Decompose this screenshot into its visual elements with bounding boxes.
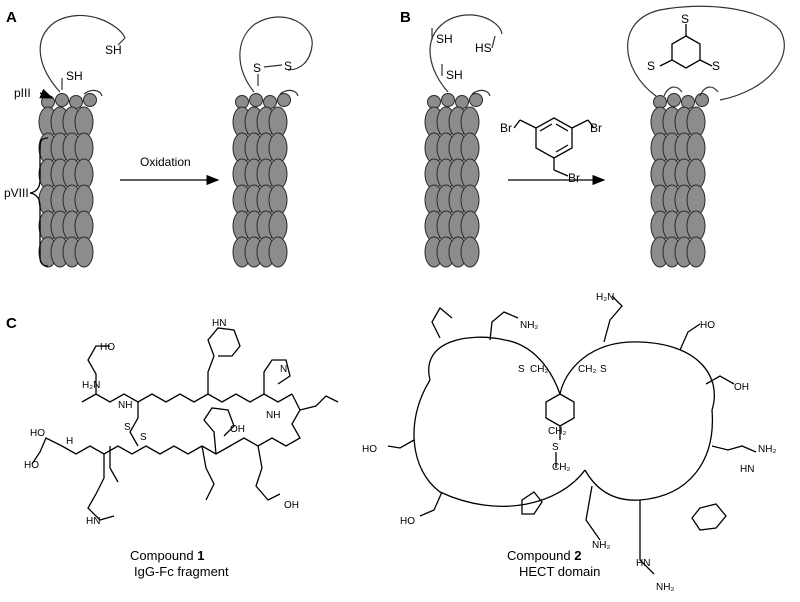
panel-label-b: B (400, 9, 411, 26)
atom-s: S (140, 432, 147, 443)
pviii-protein (460, 236, 480, 268)
product-s3: S (712, 59, 720, 73)
piii-arrow (39, 88, 54, 99)
atom-nh2: NH₂ (656, 582, 674, 593)
linker-benzene-ring (535, 117, 573, 159)
compound-1-caption: Compound 1 (130, 548, 204, 563)
sh-label-top: SH (105, 43, 122, 57)
atom-hn: HN (212, 318, 226, 329)
disulfide-s2: S (284, 59, 292, 73)
atom-hn: HN (86, 516, 100, 527)
sh-stub-top (117, 37, 126, 46)
atom-h2n: H₂N (596, 292, 614, 303)
atom-nh2: NH₂ (520, 320, 538, 331)
sh-label-3: SH (446, 68, 463, 82)
atom-ho: HO (30, 428, 45, 439)
atom-s: S (600, 364, 607, 375)
compound-2-structure: NH₂ H₂N HO OH NH₂ HN HO HO NH₂ HN NH₂ S … (362, 292, 776, 593)
atom-s: S (518, 364, 525, 375)
atom-h: H (66, 436, 73, 447)
atom-oh: OH (734, 382, 749, 393)
pviii-bundle (424, 93, 483, 268)
compound-1-structure: HO H₂N NH S S HN N OH NH OH HN HO HO H (24, 318, 339, 527)
phage-a-reduced: SH SH pIII pVIII (4, 14, 126, 268)
linker-br2: Br (590, 121, 602, 135)
panel-label-a: A (6, 9, 17, 26)
atom-nh: NH (118, 400, 132, 411)
pviii-protein (268, 236, 288, 268)
atom-s: S (552, 442, 559, 453)
pviii-label: pVIII (4, 186, 29, 200)
piii-protein (277, 93, 291, 107)
peptide-loop (239, 16, 313, 93)
hs-stub-2 (491, 35, 496, 49)
atom-nh2: NH₂ (592, 540, 610, 551)
piii-label: pIII (14, 86, 31, 100)
atom-oh: HO (700, 320, 715, 331)
atom-ch2: CH₂ (530, 364, 548, 375)
peptide-tail (279, 89, 299, 97)
atom-ho: HO (100, 342, 115, 353)
atom-hn: HN (740, 464, 754, 475)
phage-a-oxidized: S S (232, 16, 313, 268)
peptide-macrocycle (627, 5, 785, 101)
linker-br1: Br (500, 121, 512, 135)
atom-ch2: CH₂ (548, 426, 566, 437)
piii-protein (667, 93, 681, 107)
phage-b-cyclized: S S S (627, 5, 785, 268)
atom-oh: OH (230, 424, 245, 435)
peptide-loop (39, 14, 126, 93)
panel-label-c: C (6, 315, 17, 332)
sh-label-1: SH (436, 32, 453, 46)
atom-s: S (124, 422, 131, 433)
compound-1-subtitle: IgG-Fc fragment (134, 564, 229, 579)
peptide-tail (83, 89, 103, 97)
product-s1: S (681, 12, 689, 26)
oxidation-label: Oxidation (140, 155, 191, 169)
atom-ch2: CH₂ (578, 364, 596, 375)
disulfide-bond (263, 64, 283, 68)
peptide-loop (429, 14, 503, 93)
pviii-protein (74, 236, 94, 268)
compound-2-subtitle: HECT domain (519, 564, 600, 579)
sh-label-bottom: SH (66, 69, 83, 83)
atom-ho: HO (24, 460, 39, 471)
linker-br3: Br (568, 171, 580, 185)
atom-h2n: H₂N (82, 380, 100, 391)
pviii-bundle (232, 93, 291, 268)
pviii-bundle (38, 93, 97, 268)
compound-2-caption: Compound 2 (507, 548, 581, 563)
product-benzene-ring (671, 35, 701, 69)
atom-nh: NH (266, 410, 280, 421)
disulfide-s1: S (253, 61, 261, 75)
piii-protein (469, 93, 483, 107)
phage-b-reduced: SH HS SH (424, 14, 503, 268)
tbmb-linker: Br Br Br (500, 117, 602, 185)
atom-nh2: NH₂ (758, 444, 776, 455)
hs-label-2: HS (475, 41, 492, 55)
pviii-protein (686, 236, 706, 268)
atom-ch2: CH₂ (552, 462, 570, 473)
pviii-bundle (650, 93, 709, 268)
piii-protein (695, 93, 709, 107)
atom-n: N (280, 364, 287, 375)
piii-protein (249, 93, 263, 107)
atom-oh: OH (284, 500, 299, 511)
atom-hn: HN (636, 558, 650, 569)
piii-protein (441, 93, 455, 107)
piii-protein (55, 93, 69, 107)
peptide-tails (663, 86, 719, 97)
product-s2: S (647, 59, 655, 73)
atom-ho: HO (362, 444, 377, 455)
pviii-brace (29, 137, 49, 267)
atom-ho: HO (400, 516, 415, 527)
peptide-tail (471, 89, 491, 97)
piii-protein (83, 93, 97, 107)
